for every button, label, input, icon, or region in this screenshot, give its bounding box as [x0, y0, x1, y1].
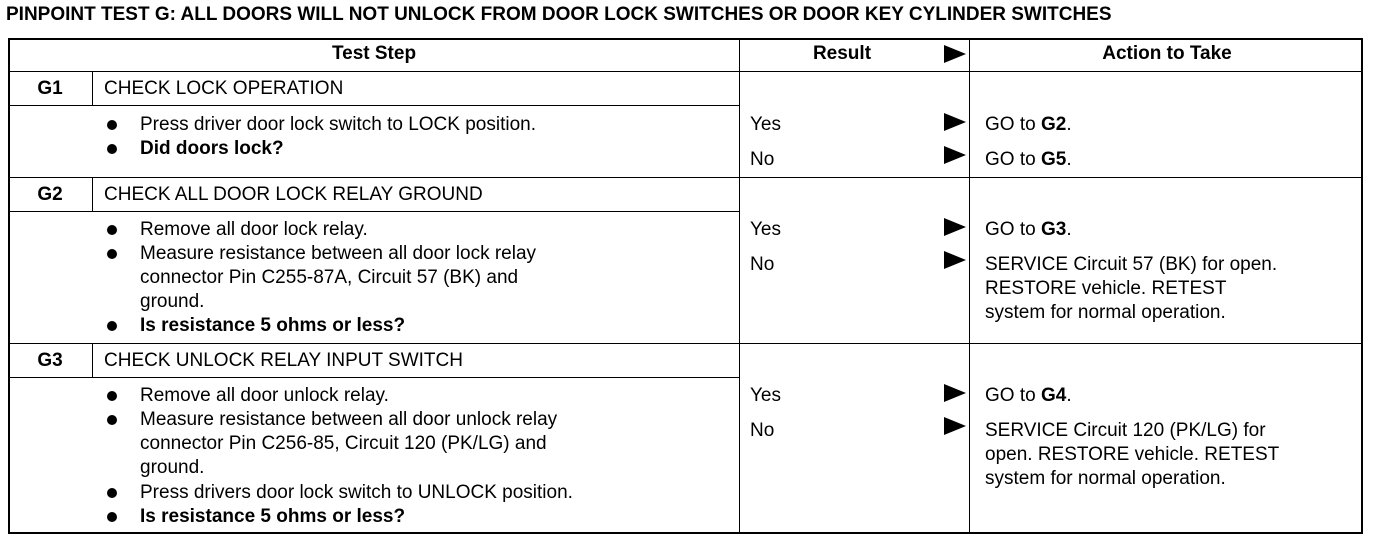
action-text: GO to G4.	[985, 385, 1072, 406]
divider	[8, 177, 1363, 178]
action-text: SERVICE Circuit 120 (PK/LG) for	[985, 420, 1266, 441]
bullet-text-question: Did doors lock?	[140, 138, 284, 159]
result-arrow-icon	[944, 146, 966, 164]
bullet-icon	[107, 415, 117, 425]
divider	[92, 177, 93, 211]
bullet-text: Measure resistance between all door unlo…	[140, 409, 558, 430]
pinpoint-test-table	[8, 38, 1363, 534]
step-heading: CHECK LOCK OPERATION	[104, 78, 344, 99]
divider	[92, 71, 93, 105]
bullet-text-question: Is resistance 5 ohms or less?	[140, 506, 406, 527]
bullet-icon	[107, 144, 117, 154]
result-arrow-icon	[944, 384, 966, 402]
result-arrow-icon	[944, 218, 966, 236]
result-arrow-icon	[944, 251, 966, 269]
bullet-icon	[107, 120, 117, 130]
bullet-text-question: Is resistance 5 ohms or less?	[140, 315, 406, 336]
divider	[8, 211, 739, 212]
action-text: system for normal operation.	[985, 468, 1226, 489]
bullet-icon	[107, 512, 117, 522]
bullet-text: Remove all door unlock relay.	[140, 385, 389, 406]
action-text: open. RESTORE vehicle. RETEST	[985, 444, 1280, 465]
divider	[8, 377, 739, 378]
step-id: G2	[37, 184, 63, 205]
bullet-text: ground.	[140, 457, 205, 478]
action-text: GO to G5.	[985, 149, 1072, 170]
divider	[8, 105, 739, 106]
bullet-text: Press drivers door lock switch to UNLOCK…	[140, 482, 573, 503]
bullet-icon	[107, 225, 117, 235]
action-text: SERVICE Circuit 57 (BK) for open.	[985, 254, 1278, 275]
divider	[8, 71, 1363, 72]
result-arrow-icon	[944, 417, 966, 435]
header-result: Result	[812, 43, 872, 64]
bullet-text: connector Pin C256-85, Circuit 120 (PK/L…	[140, 433, 547, 454]
divider	[969, 38, 970, 534]
result-label: No	[750, 149, 775, 170]
bullet-text: connector Pin C255-87A, Circuit 57 (BK) …	[140, 267, 519, 288]
result-label: Yes	[750, 385, 781, 406]
action-text: system for normal operation.	[985, 302, 1226, 323]
page-title: PINPOINT TEST G: ALL DOORS WILL NOT UNLO…	[6, 4, 1112, 25]
bullet-text: Remove all door lock relay.	[140, 219, 368, 240]
action-text: GO to G3.	[985, 219, 1072, 240]
step-id: G1	[37, 78, 63, 99]
divider	[739, 38, 740, 534]
header-action: Action to Take	[1102, 43, 1232, 64]
header-arrow-icon	[944, 45, 966, 63]
step-heading: CHECK UNLOCK RELAY INPUT SWITCH	[104, 350, 463, 371]
result-label: Yes	[750, 114, 781, 135]
divider	[92, 343, 93, 377]
result-label: No	[750, 420, 775, 441]
step-id: G3	[37, 350, 63, 371]
result-label: No	[750, 254, 775, 275]
bullet-icon	[107, 321, 117, 331]
bullet-icon	[107, 249, 117, 259]
header-test-step: Test Step	[331, 43, 417, 64]
action-text: RESTORE vehicle. RETEST	[985, 278, 1227, 299]
bullet-icon	[107, 391, 117, 401]
result-label: Yes	[750, 219, 781, 240]
bullet-text: ground.	[140, 291, 205, 312]
bullet-icon	[107, 488, 117, 498]
bullet-text: Press driver door lock switch to LOCK po…	[140, 114, 536, 135]
divider	[8, 343, 1363, 344]
step-heading: CHECK ALL DOOR LOCK RELAY GROUND	[104, 184, 483, 205]
action-text: GO to G2.	[985, 114, 1072, 135]
bullet-text: Measure resistance between all door lock…	[140, 243, 537, 264]
result-arrow-icon	[944, 113, 966, 131]
